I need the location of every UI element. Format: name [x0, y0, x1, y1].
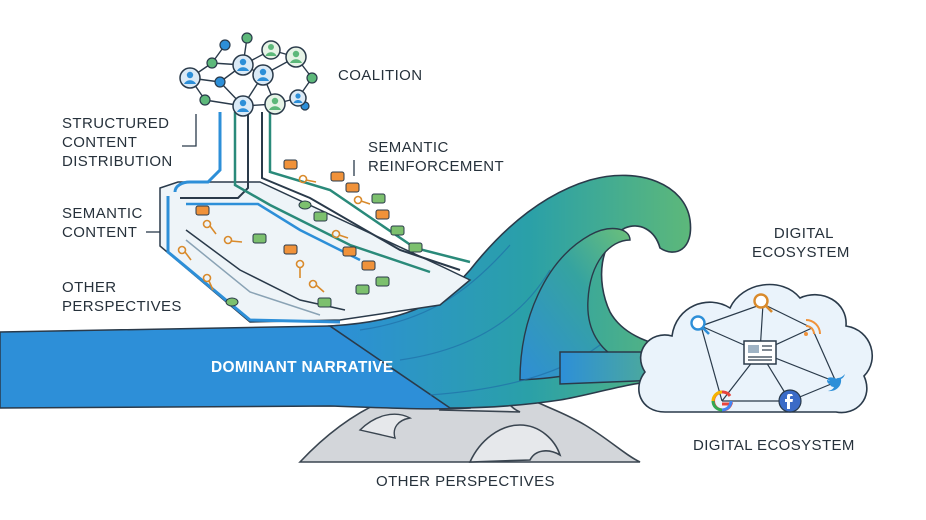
chat-bubble-icon	[375, 209, 390, 220]
newspaper-icon	[743, 340, 777, 365]
key-icon	[308, 279, 325, 293]
key-icon	[298, 174, 317, 184]
chat-bubble-icon	[342, 246, 357, 257]
label-line: STRUCTURED	[62, 115, 170, 132]
digital-ecosystem-cloud	[638, 283, 874, 414]
chat-bubble-icon	[252, 233, 267, 244]
label-line: CONTENT	[62, 224, 138, 241]
label-line: REINFORCEMENT	[368, 158, 505, 175]
user-icon	[232, 95, 254, 117]
chat-bubble-icon	[283, 159, 298, 170]
user-icon	[261, 40, 281, 60]
chat-bubble-icon	[313, 211, 328, 222]
other-perspectives-left-label: OTHER PERSPECTIVES	[62, 278, 182, 316]
label-line: ECOSYSTEM	[752, 244, 850, 261]
label-line: DISTRIBUTION	[62, 153, 173, 170]
chat-bubble-icon	[283, 244, 298, 255]
rss-icon	[804, 319, 821, 336]
other-perspectives-bottom-label: OTHER PERSPECTIVES	[376, 473, 555, 490]
user-icon	[232, 54, 254, 76]
label-line: DIGITAL	[773, 225, 834, 242]
chat-bubble-icon	[298, 200, 312, 210]
twitter-icon	[827, 374, 845, 392]
label-connectors	[146, 114, 355, 233]
search-icon	[690, 315, 710, 335]
chat-bubble-icon	[345, 182, 360, 193]
label-line: CONTENT	[62, 134, 138, 151]
user-icon	[289, 89, 307, 107]
dominant-narrative-label: DOMINANT NARRATIVE	[211, 359, 394, 376]
user-icon	[252, 64, 274, 86]
digital-ecosystem-top-label: DIGITAL ECOSYSTEM	[752, 224, 850, 262]
chat-bubble-icon	[195, 205, 210, 216]
facebook-icon	[778, 389, 802, 413]
chat-bubble-icon	[408, 242, 423, 253]
key-icon	[177, 245, 192, 261]
chat-bubble-icon	[371, 193, 386, 204]
key-icon	[295, 259, 305, 278]
key-icon	[331, 229, 349, 239]
dominant-narrative-wave	[0, 174, 702, 410]
chat-bubble-icon	[361, 260, 376, 271]
key-icon	[223, 235, 243, 245]
search-icon	[753, 293, 773, 313]
label-line: OTHER	[62, 279, 117, 296]
chat-bubble-icon	[355, 284, 370, 295]
semantic-content-label: SEMANTIC CONTENT	[62, 204, 143, 242]
coalition-network	[179, 32, 318, 117]
user-icon	[264, 93, 286, 115]
key-icon	[202, 273, 214, 291]
user-icon	[179, 67, 201, 89]
key-icon	[202, 219, 217, 235]
label-line: SEMANTIC	[368, 139, 449, 156]
key-icon	[353, 195, 371, 205]
label-line: SEMANTIC	[62, 205, 143, 222]
coalition-label: COALITION	[338, 67, 423, 84]
structured-content-distribution-label: STRUCTURED CONTENT DISTRIBUTION	[62, 114, 173, 171]
chat-bubble-icon	[330, 171, 345, 182]
digital-ecosystem-bottom-label: DIGITAL ECOSYSTEM	[693, 437, 855, 454]
user-icon	[285, 46, 307, 68]
chat-bubble-icon	[317, 297, 332, 308]
label-line: PERSPECTIVES	[62, 298, 182, 315]
semantic-reinforcement-label: SEMANTIC REINFORCEMENT	[368, 138, 504, 176]
content-items	[177, 159, 423, 308]
chat-bubble-icon	[225, 297, 239, 307]
chat-bubble-icon	[390, 225, 405, 236]
google-icon	[711, 390, 734, 412]
chat-bubble-icon	[375, 276, 390, 287]
